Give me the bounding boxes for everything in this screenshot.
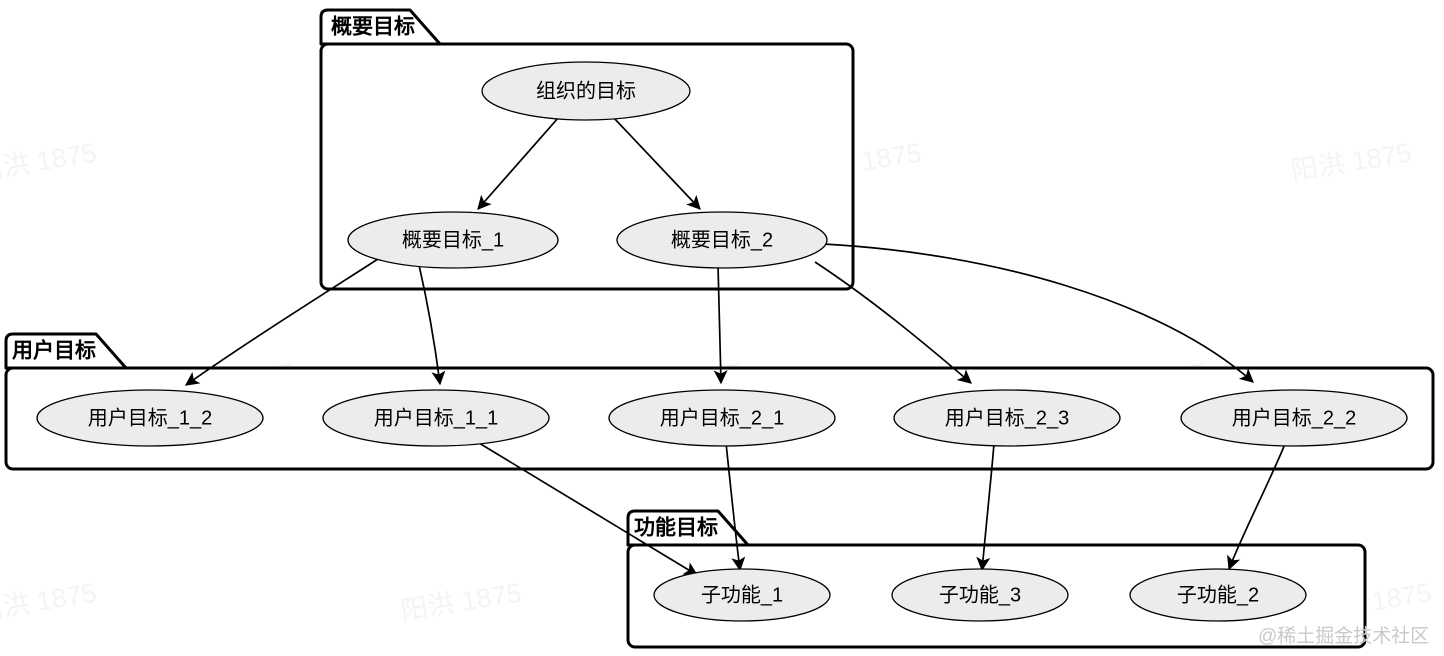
node-f1[interactable]: 子功能_1	[653, 568, 831, 622]
node-f2[interactable]: 子功能_2	[1129, 568, 1307, 622]
edge-u23-to-f3	[976, 443, 995, 572]
edge-u21-to-f1	[725, 442, 746, 572]
node-org[interactable]: 组织的目标	[481, 61, 691, 121]
node-o1[interactable]: 概要目标_1	[347, 211, 559, 269]
node-label-o2: 概要目标_2	[671, 228, 773, 251]
node-label-f2: 子功能_2	[1177, 583, 1259, 606]
edge-o1-to-u11	[418, 264, 446, 386]
node-label-o1: 概要目标_1	[402, 228, 504, 251]
cluster-label-outline: 概要目标	[331, 15, 415, 39]
edge-o2-to-u23	[814, 261, 972, 384]
edge-u11-to-f1	[478, 442, 699, 576]
node-label-u22: 用户目标_2_2	[1232, 406, 1357, 429]
cluster-label-feature: 功能目标	[634, 516, 718, 540]
node-label-u12: 用户目标_1_2	[88, 406, 213, 429]
node-label-u21: 用户目标_2_1	[660, 406, 785, 429]
node-label-f3: 子功能_3	[939, 583, 1021, 606]
node-u22[interactable]: 用户目标_2_2	[1180, 389, 1408, 447]
edge-o2-to-u22	[822, 243, 1254, 383]
edge-o1-to-u12	[184, 258, 379, 386]
node-label-f1: 子功能_1	[701, 583, 783, 606]
node-label-u11: 用户目标_1_1	[374, 406, 499, 429]
node-f3[interactable]: 子功能_3	[891, 568, 1069, 622]
node-label-org: 组织的目标	[536, 79, 636, 102]
node-o2[interactable]: 概要目标_2	[616, 211, 828, 269]
node-u12[interactable]: 用户目标_1_2	[36, 389, 264, 447]
node-u21[interactable]: 用户目标_2_1	[608, 389, 836, 447]
edge-org-to-o2	[612, 116, 701, 210]
node-u11[interactable]: 用户目标_1_1	[322, 389, 550, 447]
cluster-label-user: 用户目标	[12, 339, 96, 363]
node-u23[interactable]: 用户目标_2_3	[893, 389, 1121, 447]
edge-o2-to-u21	[713, 264, 728, 385]
edge-layer	[184, 116, 1286, 576]
node-label-u23: 用户目标_2_3	[945, 406, 1070, 429]
edge-u22-to-f2	[1227, 443, 1286, 571]
edge-org-to-o1	[477, 116, 560, 210]
